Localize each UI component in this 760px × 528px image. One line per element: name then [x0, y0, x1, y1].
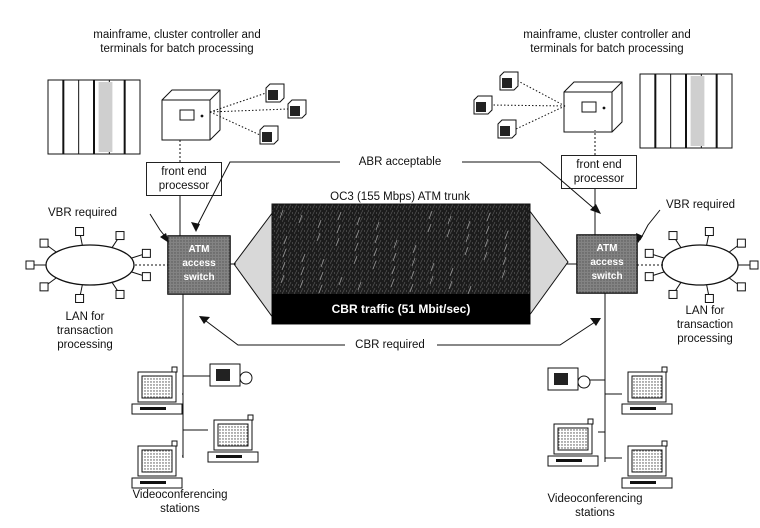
right-mainframe-label-line1: mainframe, cluster controller and: [523, 29, 691, 41]
left-video-label: Videoconferencing stations: [125, 488, 235, 516]
right-videoconferencing-stations: [547, 366, 673, 489]
right-lan-line1: LAN for: [685, 305, 725, 317]
right-mainframe-label: mainframe, cluster controller and termin…: [492, 28, 722, 56]
right-switch-label-2: access: [590, 257, 624, 268]
right-fep-line2: processor: [573, 173, 625, 185]
right-switch-label-3: switch: [591, 271, 622, 282]
right-video-line1: Videoconferencing: [547, 493, 643, 505]
right-front-end-processor-label: front end processor: [561, 155, 637, 189]
right-mainframe-icon: [639, 73, 733, 149]
cbr-traffic-label: CBR traffic (51 Mbit/sec): [332, 302, 471, 316]
left-lan-line2: transaction: [56, 325, 114, 337]
cbr-required-label: CBR required: [345, 338, 435, 352]
left-switch-label-2: access: [182, 258, 216, 269]
left-switch-label-3: switch: [183, 272, 214, 283]
left-video-line1: Videoconferencing: [132, 489, 228, 501]
left-fep-line2: processor: [158, 180, 210, 192]
left-fep-line1: front end: [161, 166, 207, 178]
left-batch-terminals-icon: [209, 83, 307, 145]
left-videoconferencing-stations: [131, 363, 259, 489]
right-video-label: Videoconferencing stations: [540, 492, 650, 520]
left-cluster-controller-icon: [161, 89, 221, 141]
left-lan-line1: LAN for: [65, 311, 105, 323]
vbr-right-arrowhead: [636, 233, 643, 243]
atm-trunk-icon: [233, 203, 569, 325]
abr-left-arrowhead: [191, 222, 200, 232]
abr-acceptable-label: ABR acceptable: [340, 155, 460, 169]
left-mainframe-label-line1: mainframe, cluster controller and: [93, 29, 261, 41]
abr-arrows: [195, 161, 599, 229]
right-fep-line1: front end: [576, 159, 622, 171]
right-lan-label: LAN for transaction processing: [660, 304, 750, 346]
right-batch-terminals-icon: [473, 71, 566, 139]
right-cluster-controller-icon: [563, 81, 623, 133]
right-vbr-label: VBR required: [666, 199, 736, 211]
left-mainframe-label: mainframe, cluster controller and termin…: [72, 28, 282, 56]
left-video-line2: stations: [160, 503, 200, 515]
cbr-arrows: [201, 317, 599, 346]
left-switch-label-1: ATM: [189, 244, 210, 255]
right-switch-label-1: ATM: [597, 243, 618, 254]
cbr-left-arrowhead: [199, 316, 210, 324]
left-atm-access-switch: [167, 235, 231, 295]
right-lan-line3: processing: [677, 333, 733, 345]
left-lan-line3: processing: [57, 339, 113, 351]
left-mainframe-icon: [47, 79, 141, 155]
right-atm-access-switch: [576, 234, 638, 294]
right-mainframe-label-line2: terminals for batch processing: [530, 43, 684, 55]
right-video-line2: stations: [575, 507, 615, 519]
left-lan-label: LAN for transaction processing: [40, 310, 130, 352]
left-lan-ring: [25, 227, 151, 303]
trunk-label: OC3 (155 Mbps) ATM trunk: [330, 191, 470, 203]
right-lan-line2: transaction: [676, 319, 734, 331]
left-mainframe-label-line2: terminals for batch processing: [100, 43, 254, 55]
cbr-right-arrowhead: [590, 318, 601, 326]
abr-right-arrowhead: [590, 204, 601, 214]
left-vbr-label: VBR required: [48, 207, 118, 219]
vbr-left-arrowhead: [160, 233, 169, 243]
